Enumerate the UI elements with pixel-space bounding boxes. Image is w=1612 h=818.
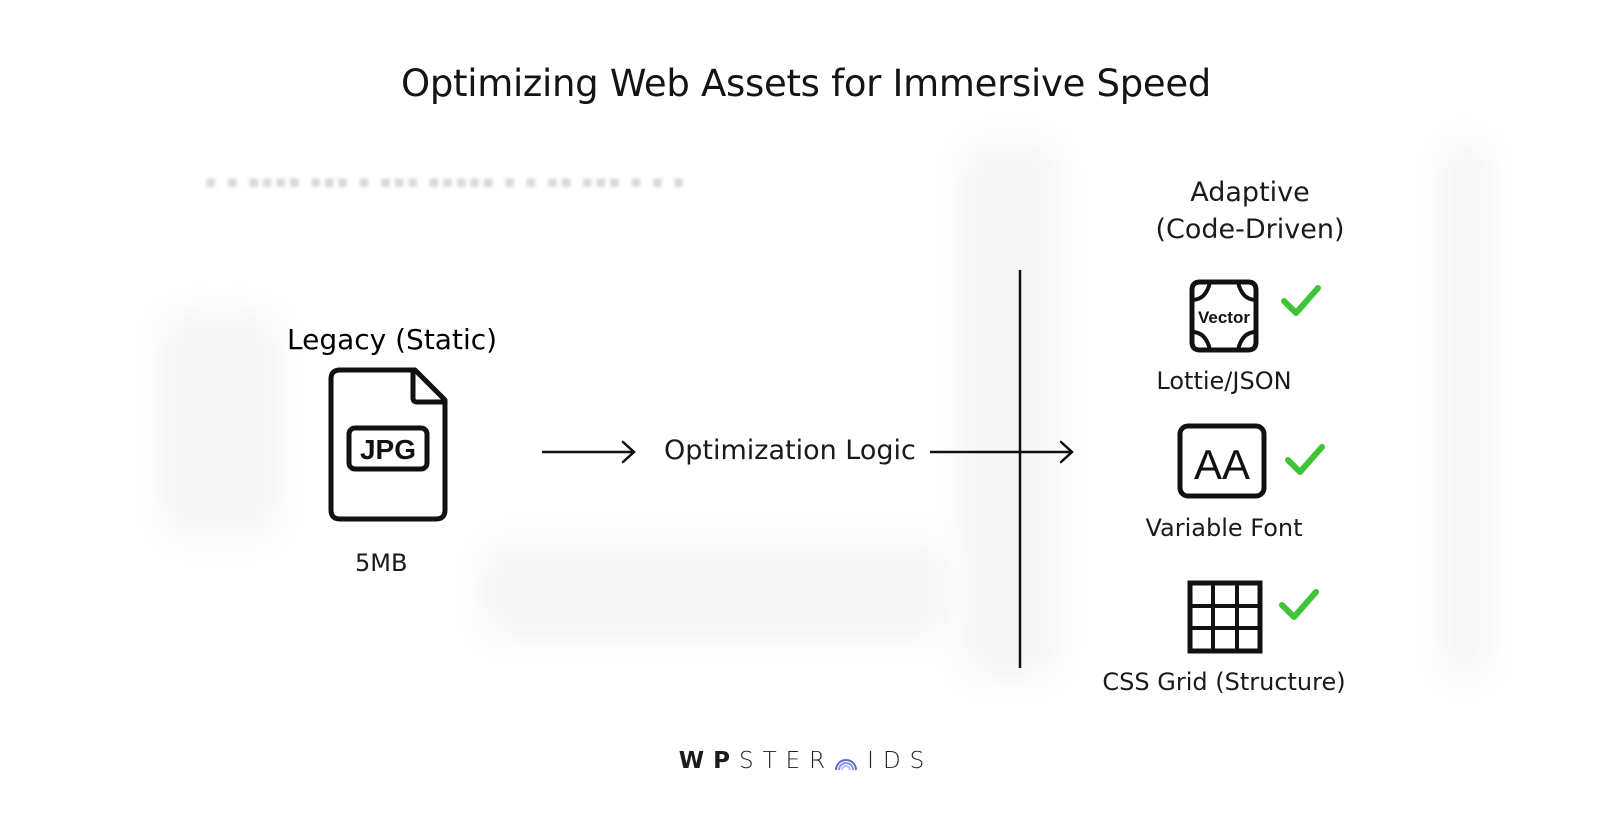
file-size-label: 5MB — [355, 549, 408, 577]
check-icon — [1279, 589, 1319, 620]
wpsteroids-logo: WPSTER IDS — [0, 748, 1612, 774]
jpg-file-type: JPG — [360, 434, 416, 465]
arrow-to-adaptive — [930, 440, 1074, 464]
arrow-to-optimization — [542, 440, 636, 464]
jpg-file-icon: JPG — [328, 367, 448, 522]
check-icon — [1285, 444, 1325, 475]
adaptive-heading-line2: (Code-Driven) — [1155, 214, 1345, 245]
vector-icon-text: Vector — [1198, 308, 1250, 327]
faded-subtitle-artifact: ▪ ▪ ▪▪▪▪ ▪▪▪ ▪ ▪▪▪ ▪▪▪▪▪ ▪ ▪ ▪▪ ▪▪▪ ▪ ▪ … — [205, 172, 687, 192]
background-ghost-left — [160, 310, 280, 540]
font-icon: AA — [1177, 423, 1267, 499]
adaptive-heading: Adaptive (Code-Driven) — [1130, 174, 1370, 248]
brand-bold-part: WP — [678, 748, 739, 774]
logo-arc-icon — [834, 749, 858, 771]
optimization-logic-label: Optimization Logic — [664, 435, 916, 466]
brand-light-part-1: STER — [738, 748, 835, 774]
lottie-json-label: Lottie/JSON — [1156, 367, 1292, 395]
background-ghost-center — [480, 540, 950, 640]
font-icon-text: AA — [1194, 441, 1250, 488]
background-ghost-far-right — [1440, 140, 1490, 680]
page-title: Optimizing Web Assets for Immersive Spee… — [401, 62, 1211, 105]
background-ghost-right — [960, 140, 1060, 680]
grid-icon — [1187, 580, 1263, 654]
brand-light-part-2: IDS — [867, 748, 934, 774]
variable-font-label: Variable Font — [1145, 514, 1303, 542]
adaptive-heading-line1: Adaptive — [1190, 177, 1310, 208]
vector-icon: Vector — [1189, 279, 1259, 353]
legacy-label: Legacy (Static) — [287, 323, 498, 356]
css-grid-label: CSS Grid (Structure) — [1102, 668, 1346, 696]
check-icon — [1281, 285, 1321, 316]
